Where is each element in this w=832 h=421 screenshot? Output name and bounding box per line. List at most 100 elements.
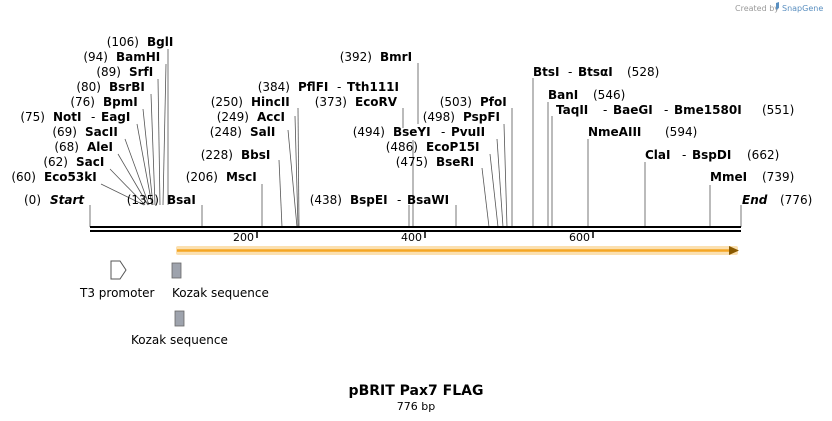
enzyme-separator: - [337,80,341,94]
enzyme-name[interactable]: AccI [257,110,285,124]
enzyme-name[interactable]: EagI [101,110,130,124]
feature-label: Kozak sequence [131,333,228,347]
map-subtitle: 776 bp [397,400,435,413]
enzyme-pos: (228) [201,148,233,162]
enzyme-name[interactable]: PspFI [463,110,500,124]
enzyme-pos: (249) [217,110,249,124]
enzyme-pos: (528) [627,65,659,79]
enzyme-name[interactable]: BseYI [393,125,431,139]
enzyme-separator: - [603,103,607,117]
enzyme-name[interactable]: NmeAIII [588,125,641,139]
feature-kozak-1[interactable]: Kozak sequence [171,262,269,300]
enzyme-name[interactable]: HincII [251,95,290,109]
enzyme-name[interactable]: SacI [76,155,104,169]
enzyme-separator: - [441,125,445,139]
kozak-box-icon [171,262,182,279]
enzyme-labels-middle: (384) PflFI - Tth111I (250) HincII (249)… [186,50,507,207]
enzyme-name[interactable]: PfoI [480,95,507,109]
sequence-backbone [90,226,741,232]
feature-label: Kozak sequence [172,286,269,300]
enzyme-separator: - [568,65,572,79]
enzyme-pos: (494) [353,125,385,139]
enzyme-pos: (392) [340,50,372,64]
enzyme-labels-left: (106) BglI (94) BamHI (89) SrfI (80) Bsr… [11,35,196,207]
kozak-box-icon [174,310,185,327]
enzyme-name[interactable]: PflFI [298,80,328,94]
enzyme-pos: (68) [54,140,79,154]
ruler-tick-label: 200 [233,231,254,244]
feature-label: T3 promoter [79,286,155,300]
enzyme-name[interactable]: BamHI [116,50,160,64]
enzyme-pos: (248) [210,125,242,139]
enzyme-name[interactable]: NotI [53,110,82,124]
enzyme-separator: - [397,193,401,207]
enzyme-pos: (594) [665,125,697,139]
enzyme-name[interactable]: BanI [548,88,578,102]
enzyme-name[interactable]: BspEI [350,193,388,207]
enzyme-pos: (475) [396,155,428,169]
enzyme-pos: (62) [43,155,68,169]
enzyme-pos: (662) [747,148,779,162]
start-pos: (0) [24,193,41,207]
enzyme-name[interactable]: AleI [87,140,113,154]
enzyme-name[interactable]: BseRI [436,155,474,169]
enzyme-name[interactable]: EcoP15I [426,140,480,154]
enzyme-pos: (206) [186,170,218,184]
enzyme-name[interactable]: SrfI [129,65,153,79]
enzyme-name[interactable]: SalI [250,125,275,139]
enzyme-name[interactable]: Bme1580I [674,103,742,117]
enzyme-pos: (739) [762,170,794,184]
ruler-tick-label: 600 [569,231,590,244]
enzyme-name[interactable]: PvuII [451,125,485,139]
enzyme-pos: (76) [70,95,95,109]
promoter-arrow-icon [110,260,127,280]
enzyme-name[interactable]: BpmI [103,95,138,109]
enzyme-name[interactable]: BspDI [692,148,731,162]
enzyme-name[interactable]: TaqII [556,103,588,117]
enzyme-name[interactable]: BsaI [167,193,196,207]
start-label: Start [50,193,85,207]
enzyme-separator: - [91,110,95,124]
enzyme-name[interactable]: BsrBI [109,80,145,94]
enzyme-labels-right: BtsI - BtsαI (528) BanI (546) TaqII - Ba… [533,65,794,184]
enzyme-separator: - [664,103,668,117]
enzyme-name[interactable]: SacII [85,125,118,139]
ruler-tick-label: 400 [401,231,422,244]
enzyme-name[interactable]: ClaI [645,148,670,162]
enzyme-pos: (94) [83,50,108,64]
enzyme-name[interactable]: BmrI [380,50,412,64]
enzyme-pos: (106) [107,35,139,49]
end-label: End [742,193,768,207]
enzyme-name[interactable]: BbsI [241,148,270,162]
enzyme-name[interactable]: BaeGI [613,103,653,117]
brand-name: SnapGene [782,4,823,13]
enzyme-pos: (60) [11,170,36,184]
feature-t3-promoter[interactable]: T3 promoter [79,260,155,300]
enzyme-pos: (438) [310,193,342,207]
enzyme-name[interactable]: BtsI [533,65,560,79]
enzyme-name[interactable]: Tth111I [347,80,399,94]
enzyme-lines [89,49,742,228]
feature-kozak-2[interactable]: Kozak sequence [131,310,228,347]
orf-arrowhead-icon [729,246,739,255]
enzyme-pos: (384) [258,80,290,94]
enzyme-name[interactable]: BsaWI [407,193,449,207]
enzyme-name[interactable]: MmeI [710,170,747,184]
end-pos: (776) [780,193,812,207]
enzyme-separator: - [682,148,686,162]
enzyme-name[interactable]: EcoRV [355,95,398,109]
enzyme-pos: (89) [96,65,121,79]
enzyme-name[interactable]: Eco53kI [44,170,97,184]
enzyme-pos: (250) [211,95,243,109]
orf-arrow[interactable] [176,246,739,255]
brand-created-by: Created by [735,4,779,13]
enzyme-pos: (135) [127,193,159,207]
enzyme-name[interactable]: MscI [226,170,257,184]
enzyme-name[interactable]: BglI [147,35,173,49]
enzyme-pos: (551) [762,103,794,117]
enzyme-pos: (75) [20,110,45,124]
ruler: 200 400 600 [233,230,594,244]
enzyme-name[interactable]: BtsαI [578,65,613,79]
enzyme-pos: (80) [76,80,101,94]
